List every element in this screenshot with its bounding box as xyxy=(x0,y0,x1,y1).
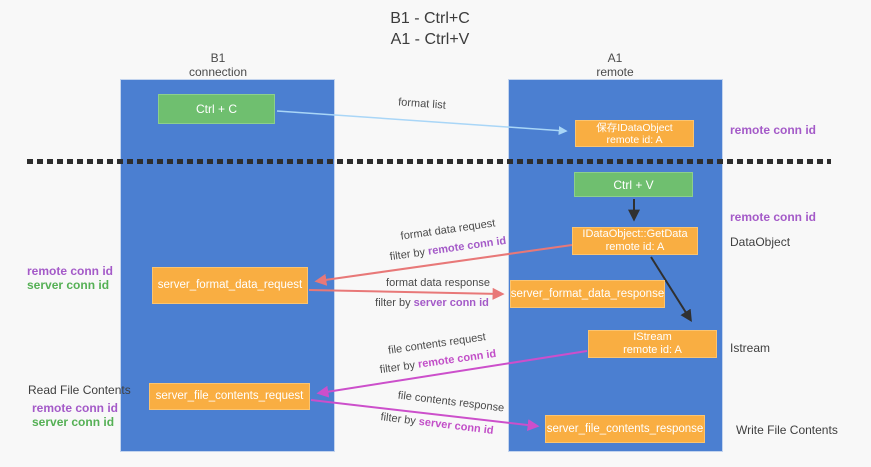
arrow-format-data-response xyxy=(308,287,505,300)
node-ctrl-v: Ctrl + V xyxy=(574,172,693,197)
filter-by-text: filter by xyxy=(389,245,429,264)
node-server-format-data-response-label: server_format_data_response xyxy=(510,287,665,300)
lane-a1-title: A1 xyxy=(607,51,623,65)
filter-by-text: filter by xyxy=(379,358,419,377)
label-filter-by-server-conn-id-2: filter by server conn id xyxy=(380,411,494,437)
dashed-separator-line xyxy=(27,159,831,164)
remote-conn-id-text: remote conn id xyxy=(417,347,497,371)
label-format-list: format list xyxy=(397,96,447,112)
lane-b1-subtitle: connection xyxy=(188,65,248,79)
server-conn-id-text: server conn id xyxy=(413,297,489,309)
right-label-remote-conn-id-1: remote conn id xyxy=(730,123,817,137)
node-ctrl-c: Ctrl + C xyxy=(158,94,275,124)
right-label-write-file-contents: Write File Contents xyxy=(736,423,838,437)
label-format-data-response: format data response xyxy=(386,277,490,289)
left-label-remote-conn-id-1: remote conn id xyxy=(27,264,114,278)
right-label-dataobject: DataObject xyxy=(730,235,791,249)
node-server-file-contents-response: server_file_contents_response xyxy=(545,415,705,443)
title-line-1: B1 - Ctrl+C xyxy=(390,10,470,27)
lane-header-b1: B1 connection xyxy=(189,51,247,79)
node-getdata-line1: IDataObject::GetData xyxy=(582,228,688,240)
label-filter-by-server-conn-id-1: filter by server conn id xyxy=(375,297,489,309)
label-file-contents-response: file contents response xyxy=(397,389,505,415)
remote-conn-id-text: remote conn id xyxy=(427,234,507,258)
lane-a1-subtitle: remote xyxy=(596,65,634,79)
node-istream-line1: IStream xyxy=(633,331,672,343)
node-server-format-data-request: server_format_data_request xyxy=(152,267,308,304)
filter-by-text: filter by xyxy=(375,297,414,309)
node-server-format-data-request-label: server_format_data_request xyxy=(157,279,303,291)
left-label-read-file-contents: Read File Contents xyxy=(28,383,131,397)
node-istream: IStream remote id: A xyxy=(588,330,717,358)
title-line-2: A1 - Ctrl+V xyxy=(390,31,470,48)
node-server-format-data-response: server_format_data_response xyxy=(510,280,665,308)
left-label-server-conn-id-1: server conn id xyxy=(27,278,110,292)
node-server-file-contents-request-label: server_file_contents_request xyxy=(155,390,304,402)
left-label-remote-conn-id-2: remote conn id xyxy=(32,401,119,415)
node-server-file-contents-response-label: server_file_contents_response xyxy=(546,422,704,435)
node-getdata-line2: remote id: A xyxy=(605,241,665,253)
node-save-idataobject-line1: 保存IDataObject xyxy=(596,121,673,134)
filter-by-text: filter by xyxy=(379,411,420,428)
right-label-istream: Istream xyxy=(730,341,771,355)
node-save-idataobject: 保存IDataObject remote id: A xyxy=(575,120,694,147)
server-conn-id-text: server conn id xyxy=(418,415,495,437)
left-label-server-conn-id-2: server conn id xyxy=(32,415,115,429)
node-ctrl-c-label: Ctrl + C xyxy=(195,102,237,116)
node-idataobject-getdata: IDataObject::GetData remote id: A xyxy=(572,227,698,255)
node-server-file-contents-request: server_file_contents_request xyxy=(149,383,310,410)
diagram-title: B1 - Ctrl+C A1 - Ctrl+V xyxy=(390,8,470,50)
lane-header-a1: A1 remote xyxy=(596,51,633,79)
lane-b1-title: B1 xyxy=(210,51,226,65)
right-label-remote-conn-id-2: remote conn id xyxy=(730,210,817,224)
node-save-idataobject-line2: remote id: A xyxy=(606,133,663,146)
node-ctrl-v-label: Ctrl + V xyxy=(613,177,654,192)
node-istream-line2: remote id: A xyxy=(623,344,682,356)
